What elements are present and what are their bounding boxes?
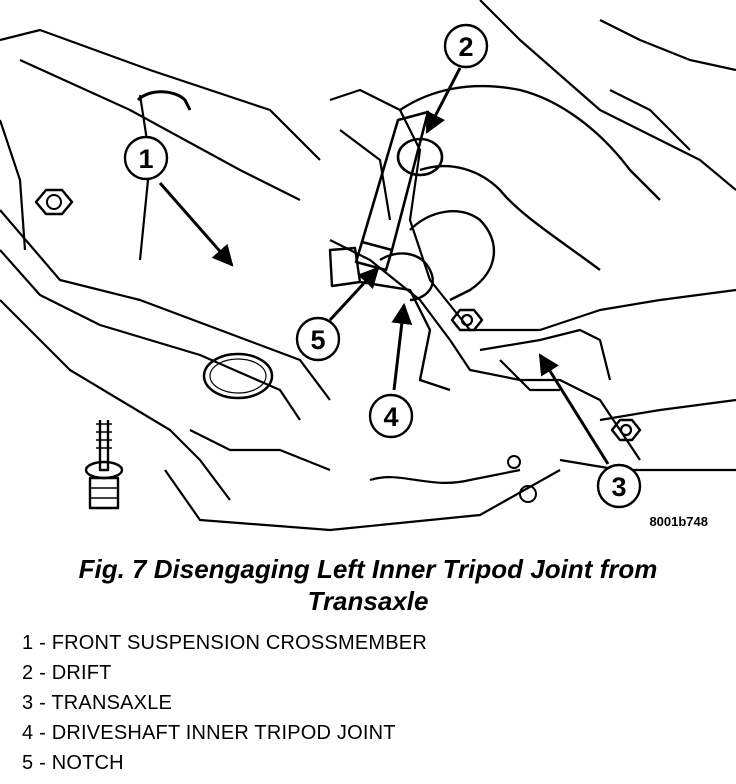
leader-lines [158, 67, 610, 465]
callout-3-label: 3 [611, 472, 626, 502]
leader-2 [425, 67, 462, 134]
callout-4-label: 4 [383, 402, 398, 432]
figure-code: 8001b748 [649, 514, 708, 529]
legend-item: 3 - TRANSAXLE [22, 692, 173, 714]
callout-1-label: 1 [138, 144, 153, 174]
legend-text: NOTCH [51, 752, 124, 774]
legend-number: 2 [22, 662, 34, 684]
callout-3: 3 [596, 463, 642, 509]
leader-5 [328, 266, 380, 322]
callout-5: 5 [295, 316, 341, 362]
legend-text: TRANSAXLE [51, 692, 173, 714]
transaxle-drawing [329, 0, 736, 503]
callout-2-label: 2 [458, 32, 473, 62]
legend-text: DRIVESHAFT INNER TRIPOD JOINT [51, 722, 396, 744]
callout-1: 1 [123, 135, 169, 181]
legend-text: DRIFT [51, 662, 112, 684]
technical-illustration: 1 2 3 4 5 8001b748 [0, 0, 736, 532]
figure-caption: Fig. 7 Disengaging Left Inner Tripod Joi… [0, 553, 736, 617]
leader-3 [538, 353, 610, 465]
callout-5-label: 5 [310, 325, 325, 355]
legend-item: 4 - DRIVESHAFT INNER TRIPOD JOINT [22, 722, 396, 744]
figure-caption-line-1: Fig. 7 Disengaging Left Inner Tripod Joi… [78, 554, 658, 584]
legend-item: 5 - NOTCH [22, 752, 124, 774]
crossmember-drawing [0, 28, 561, 532]
figure-caption-line-2: Transaxle [307, 586, 429, 616]
callout-4: 4 [368, 393, 414, 439]
parts-legend: 1 - FRONT SUSPENSION CROSSMEMBER 2 - DRI… [22, 628, 427, 778]
leader-1 [158, 182, 234, 267]
legend-number: 1 [22, 632, 34, 654]
legend-number: 5 [22, 752, 34, 774]
leader-4 [391, 302, 413, 391]
hand-and-drift-drawing [328, 84, 661, 392]
legend-item: 2 - DRIFT [22, 662, 112, 684]
legend-text: FRONT SUSPENSION CROSSMEMBER [51, 632, 427, 654]
legend-number: 3 [22, 692, 34, 714]
legend-number: 4 [22, 722, 34, 744]
callout-2: 2 [443, 23, 489, 69]
legend-item: 1 - FRONT SUSPENSION CROSSMEMBER [22, 632, 427, 654]
